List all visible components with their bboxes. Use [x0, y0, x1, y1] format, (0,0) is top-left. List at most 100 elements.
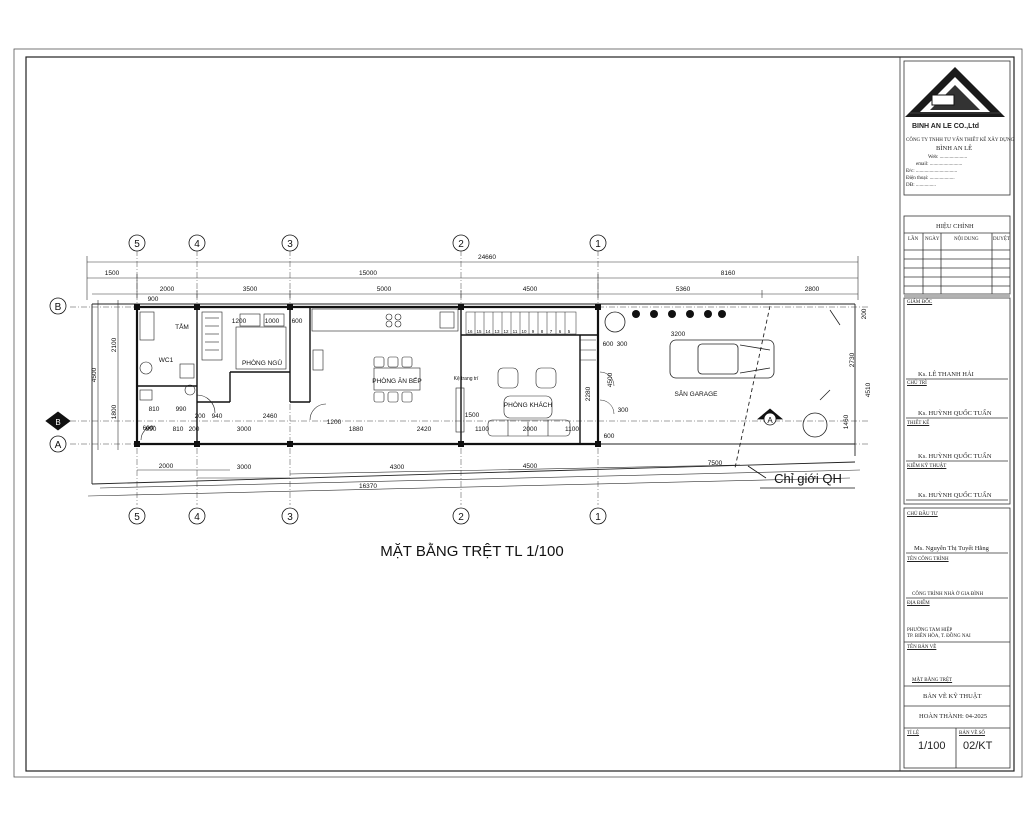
rev-col-content: NỘI DUNG [954, 237, 979, 242]
dim-990: 990 [176, 406, 187, 413]
owner-name: Ms. Nguyễn Thị Tuyết Hằng [914, 545, 989, 552]
contact-phone: Điện thoại: .................... [906, 176, 955, 181]
axis-label-4-bottom: 4 [194, 512, 200, 523]
stair-step: 15 [476, 329, 482, 334]
dim-b1200: 1200 [327, 419, 342, 426]
dim-2460: 2460 [263, 413, 278, 420]
dim-1500: 1500 [105, 270, 120, 277]
dim-left-1800: 1800 [111, 404, 118, 419]
dim-v2280: 2280 [585, 386, 592, 401]
dim-r200: 200 [861, 308, 868, 319]
axis-label-1-top: 1 [595, 239, 601, 250]
dim-b2420: 2420 [417, 426, 432, 433]
dim-total-top: 24660 [478, 254, 496, 261]
dim-v300b: 300 [618, 407, 629, 414]
scale-value: 1/100 [918, 740, 946, 752]
number-label: BẢN VẼ SỐ [959, 731, 986, 736]
company-name: BINH AN LE CO.,Ltd [912, 123, 980, 130]
outer-border [13, 48, 1023, 778]
dim-200: 200 [195, 413, 206, 420]
dim-v600a: 600 [603, 341, 614, 348]
dim-left-4500: 4500 [91, 367, 98, 382]
dim-900: 900 [148, 296, 159, 303]
drawing-title: MẶT BẰNG TRỆT TL 1/100 [380, 542, 563, 560]
role-checker: KIỂM KỸ THUẬT [907, 464, 947, 469]
dim-bot-7500: 7500 [708, 460, 723, 467]
dim-bot-4300: 4300 [390, 464, 405, 471]
stair-step: 10 [521, 329, 527, 334]
dim-b3000: 3000 [237, 426, 252, 433]
rev-col-date: NGÀY [925, 237, 940, 242]
role-chief: CHỦ TRÌ [907, 381, 927, 386]
axis-label-4-top: 4 [194, 239, 200, 250]
axis-label-2-top: 2 [458, 239, 464, 250]
dim-b1100: 1100 [475, 426, 489, 433]
axis-label-3-top: 3 [287, 239, 293, 250]
stair-step: 5 [568, 329, 571, 334]
name-designer: Ks. HUỲNH QUỐC TUẤN [918, 453, 992, 460]
stair-step: 11 [513, 329, 518, 334]
row-label-b: B [55, 302, 62, 313]
axis-label-5-top: 5 [134, 239, 140, 250]
stair-step: 12 [503, 329, 509, 334]
dim-1000: 1000 [265, 318, 280, 325]
stair-step: 6 [559, 329, 562, 334]
scale-label: TỈ LỆ [907, 731, 920, 736]
stair-step: 14 [485, 329, 491, 334]
dim-bot-4500: 4500 [523, 463, 538, 470]
company-vn-small: CÔNG TY TNHH TƯ VẤN THIẾT KẾ XÂY DỰNG [906, 138, 1015, 143]
dim-b200: 200 [189, 426, 200, 433]
dim-b810: 810 [173, 426, 184, 433]
stair-step: 8 [541, 329, 544, 334]
revision-title: HIỆU CHỈNH [936, 223, 974, 230]
dim-600: 600 [292, 318, 303, 325]
axis-label-2-bottom: 2 [458, 512, 464, 523]
dim-b1500: 1500 [465, 412, 480, 419]
owner-label: CHỦ ĐẦU TƯ [907, 512, 938, 517]
stair-step: 7 [550, 329, 553, 334]
contact-email: email: .......................... [916, 162, 963, 167]
contact-address: Đ/c: ................................. [906, 169, 958, 174]
altar-label: Kệ trang trí [454, 376, 479, 382]
dim-v600c: 600 [604, 433, 615, 440]
dim-b2000: 2000 [523, 426, 538, 433]
stair-step: 9 [532, 329, 535, 334]
dim-r1460: 1460 [843, 414, 850, 429]
dim-940: 940 [212, 413, 223, 420]
dim-left-2100: 2100 [111, 337, 118, 352]
dim-b1100b: 1100 [565, 426, 579, 433]
company-logo [905, 67, 1005, 117]
title-block-frame [899, 57, 1011, 771]
room-wc: WC1 [159, 357, 174, 364]
dim-b1880: 1880 [349, 426, 364, 433]
dim-15000: 15000 [359, 270, 377, 277]
dim-2000: 2000 [160, 286, 175, 293]
row-label-a: A [55, 440, 62, 451]
contact-mobile: DĐ: ................ [906, 183, 936, 188]
name-checker: Ks. HUỲNH QUỐC TUẤN [918, 492, 992, 499]
dim-bot-2000: 2000 [159, 463, 174, 470]
dim-3500: 3500 [243, 286, 258, 293]
location-label: ĐỊA ĐIỂM [907, 601, 930, 606]
rev-col-times: LẦN [908, 237, 919, 242]
name-director: Ks. LÊ THANH HẢI [918, 371, 974, 378]
company-vn: BÌNH AN LÊ [936, 145, 973, 152]
role-designer: THIẾT KẾ [907, 421, 930, 426]
dim-5360: 5360 [676, 286, 691, 293]
project-name: CÔNG TRÌNH NHÀ Ở GIA ĐÌNH [912, 592, 984, 597]
dim-bot-16370: 16370 [359, 483, 377, 490]
sheet-number: 02/KT [963, 740, 993, 752]
dim-bot-3000: 3000 [237, 464, 252, 471]
sheet-name: MẶT BẰNG TRỆT [912, 678, 953, 683]
name-chief: Ks. HUỲNH QUỐC TUẤN [918, 410, 992, 417]
role-director: GIÁM ĐỐC [907, 300, 933, 305]
sheet-label: TÊN BẢN VẼ [907, 645, 937, 650]
room-bedroom: PHÒNG NGỦ [242, 358, 282, 367]
dim-b990: 990 [146, 426, 157, 433]
location-line2: TP. BIÊN HÒA, T. ĐỒNG NAI [907, 634, 971, 639]
dim-r2730: 2730 [849, 352, 856, 367]
dim-810: 810 [149, 406, 160, 413]
dim-600-bath: 600 [143, 425, 154, 432]
room-living: PHÒNG KHÁCH [504, 400, 553, 409]
